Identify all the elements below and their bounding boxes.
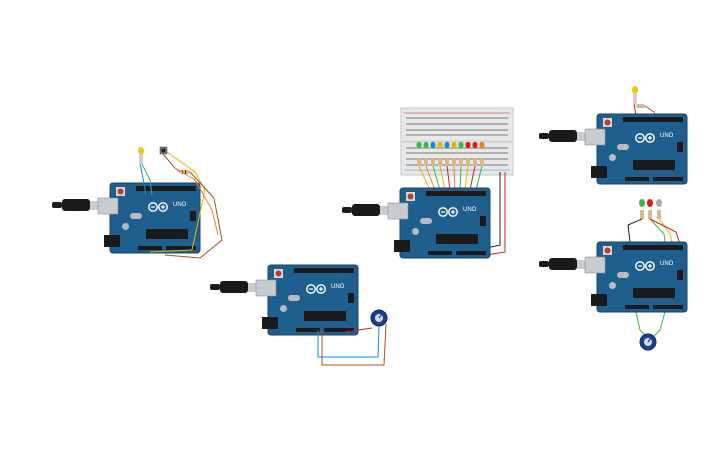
- led-yellow[interactable]: [138, 147, 144, 164]
- led-red[interactable]: [647, 199, 653, 219]
- led-row[interactable]: [416, 141, 485, 149]
- led-bar-breadboard-circuit[interactable]: UNO: [342, 107, 514, 259]
- board-label: UNO: [331, 284, 345, 290]
- board-label: UNO: [173, 202, 187, 208]
- resistor[interactable]: [636, 104, 645, 108]
- board-label: UNO: [660, 133, 674, 139]
- wires[interactable]: [317, 323, 387, 366]
- arduino-uno-board[interactable]: [387, 187, 491, 259]
- wires[interactable]: [139, 151, 223, 259]
- traffic-light-circuit[interactable]: UNO: [539, 199, 688, 351]
- potentiometer[interactable]: [639, 333, 657, 351]
- arduino-uno-board[interactable]: [255, 264, 359, 336]
- button-led-circuit[interactable]: UNO: [52, 146, 223, 259]
- resistor-row[interactable]: [417, 158, 484, 166]
- push-button[interactable]: [159, 146, 168, 155]
- led-white[interactable]: [656, 199, 662, 219]
- potentiometer[interactable]: [370, 309, 388, 327]
- potentiometer-circuit[interactable]: UNO: [210, 264, 388, 366]
- usb-cable[interactable]: [342, 204, 388, 216]
- usb-cable[interactable]: [210, 281, 256, 293]
- arduino-uno-board[interactable]: [584, 113, 688, 185]
- arduino-uno-board[interactable]: [584, 241, 688, 313]
- board-label: UNO: [660, 261, 674, 267]
- usb-cable[interactable]: [539, 258, 585, 270]
- single-led-circuit[interactable]: UNO: [539, 86, 688, 185]
- board-label: UNO: [463, 207, 477, 213]
- arduino-uno-board[interactable]: [97, 182, 201, 254]
- usb-cable[interactable]: [539, 130, 585, 142]
- wires[interactable]: [627, 218, 681, 339]
- usb-cable[interactable]: [52, 199, 98, 211]
- led-yellow[interactable]: [632, 86, 638, 104]
- led-green[interactable]: [639, 199, 645, 219]
